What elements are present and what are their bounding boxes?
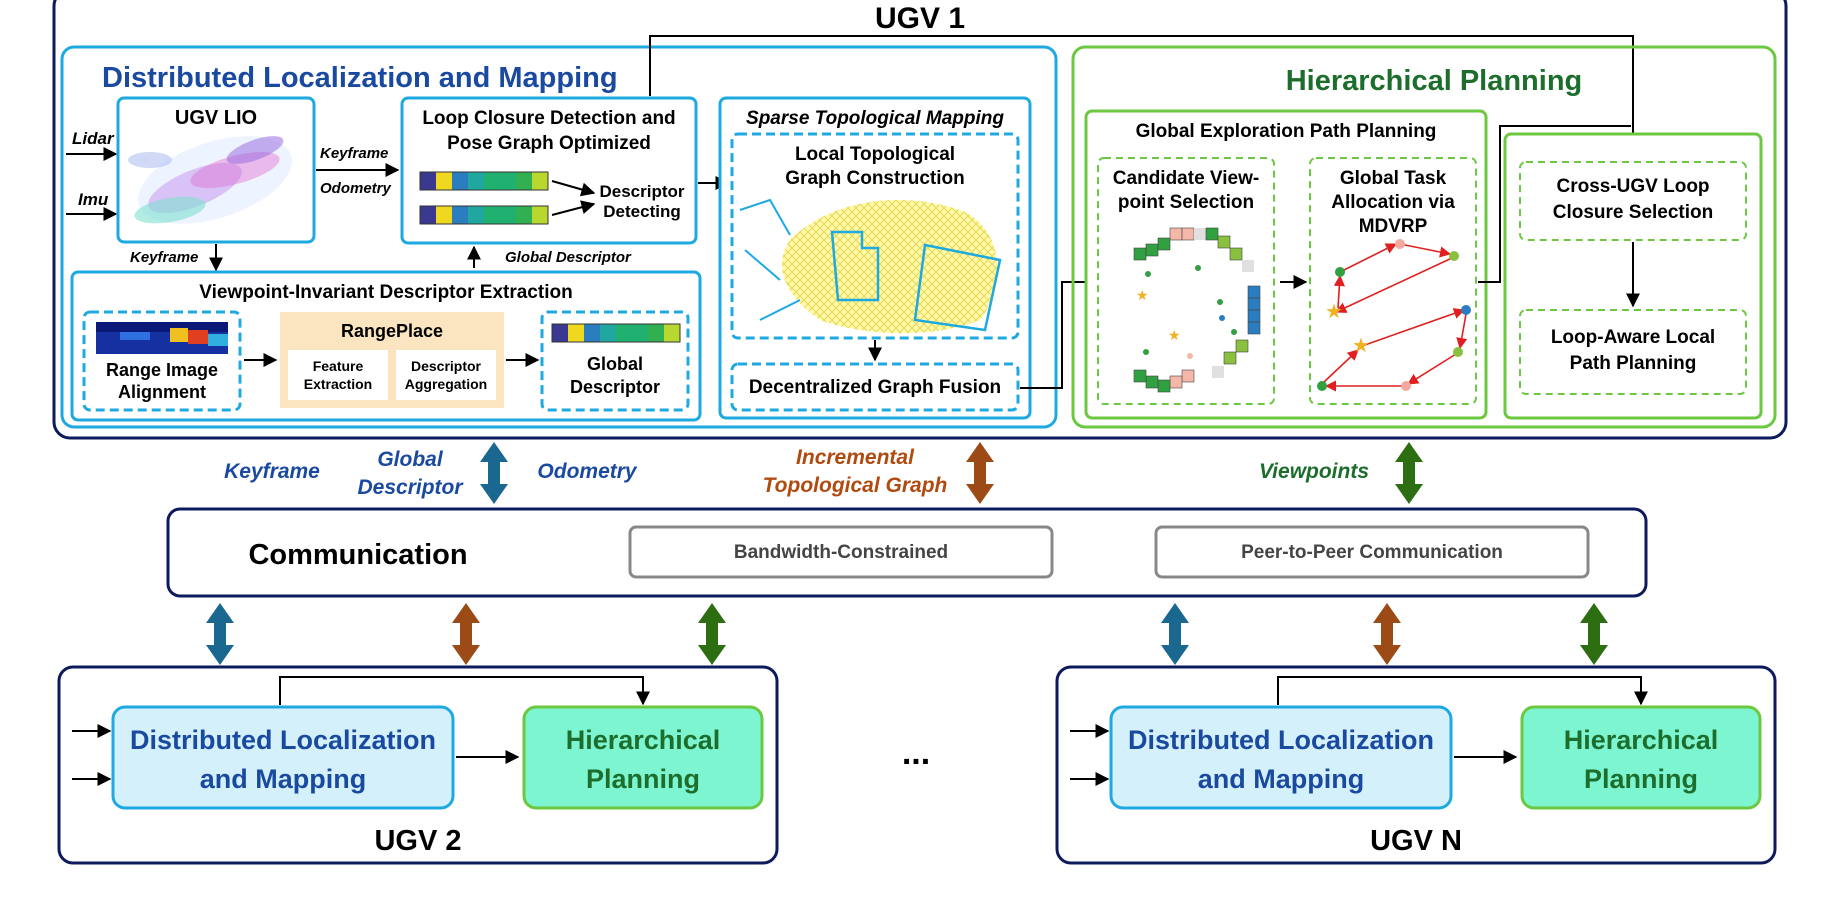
link-arrow-blue-top bbox=[480, 442, 508, 504]
range-image-label-1: Range Image bbox=[106, 360, 218, 380]
link-arrows-lower bbox=[206, 603, 1608, 665]
dgf-title: Decentralized Graph Fusion bbox=[749, 377, 1001, 398]
ugv2-dlm-box bbox=[111, 705, 455, 810]
stm-title: Sparse Topological Mapping bbox=[746, 108, 1004, 129]
p2p-label: Peer-to-Peer Communication bbox=[1241, 542, 1503, 563]
gta-title-1: Global Task bbox=[1340, 168, 1447, 189]
svg-text:★: ★ bbox=[1325, 301, 1343, 323]
descriptor-bar-1 bbox=[419, 171, 549, 191]
ugv1-title: UGV 1 bbox=[875, 2, 965, 35]
link-arrow-orange-top bbox=[966, 442, 994, 504]
link-keyframe-label: Keyframe bbox=[224, 460, 320, 483]
gta-box bbox=[1309, 157, 1477, 405]
topological-graph-map bbox=[739, 198, 1002, 334]
ugv2-title: UGV 2 bbox=[374, 825, 461, 857]
link-arrow-green-top bbox=[1395, 442, 1423, 504]
ugvn-dlm-label-1: Distributed Localization bbox=[1128, 725, 1434, 755]
ugv2-dlm-label-2: and Mapping bbox=[200, 764, 366, 794]
ugv2-hp-box bbox=[522, 705, 764, 810]
vide-title: Viewpoint-Invariant Descriptor Extractio… bbox=[199, 282, 572, 303]
ugvn-dlm-box bbox=[1109, 705, 1453, 810]
ugv-lio-title: UGV LIO bbox=[175, 107, 257, 129]
ltgc-title-1: Local Topological bbox=[795, 144, 955, 165]
link-incremental-label-2: Topological Graph bbox=[763, 474, 948, 497]
loop-to-cross-ugv-connector bbox=[649, 35, 1640, 161]
bandwidth-label: Bandwidth-Constrained bbox=[734, 542, 948, 563]
p2p-box bbox=[1154, 525, 1590, 579]
gta-to-cross-connector bbox=[1478, 125, 1631, 283]
hp-panel bbox=[1071, 45, 1777, 429]
ugvn-title: UGV N bbox=[1370, 825, 1462, 857]
link-viewpoints-label: Viewpoints bbox=[1259, 460, 1369, 483]
ugvn-connector bbox=[1277, 676, 1648, 706]
ugv2-hp-label-1: Hierarchical bbox=[566, 725, 721, 755]
lio-pointcloud-image bbox=[128, 136, 292, 224]
odometry-label: Odometry bbox=[320, 180, 392, 197]
descriptor-aggregation-2: Aggregation bbox=[405, 376, 487, 392]
global-descriptor-bar bbox=[551, 323, 681, 343]
ugvn-hp-box bbox=[1520, 705, 1762, 810]
dlm-title: Distributed Localization and Mapping bbox=[102, 62, 618, 94]
desc-arrow-1 bbox=[551, 180, 596, 197]
ugvn-hp-label-1: Hierarchical bbox=[1564, 725, 1719, 755]
descriptor-detecting-2: Detecting bbox=[603, 202, 680, 221]
global-descriptor-label: Global Descriptor bbox=[505, 249, 632, 266]
loop-aware-box bbox=[1519, 309, 1747, 395]
descriptor-detecting-1: Descriptor bbox=[599, 182, 684, 201]
ugvn-hp-label-2: Planning bbox=[1584, 764, 1698, 794]
svg-text:★: ★ bbox=[1136, 287, 1149, 303]
task-allocation-routes: ★ ★ bbox=[1317, 239, 1471, 392]
range-image-label-2: Alignment bbox=[118, 382, 206, 402]
gta-title-3: MDVRP bbox=[1359, 216, 1428, 237]
ugv2-hp-label-2: Planning bbox=[586, 764, 700, 794]
link-incremental-label-1: Incremental bbox=[796, 446, 915, 469]
dgf-box bbox=[730, 362, 1020, 412]
global-descriptor-text-2: Descriptor bbox=[570, 377, 660, 397]
ugvn-dlm-label-2: and Mapping bbox=[1198, 764, 1364, 794]
link-global-descriptor-label-1: Global bbox=[377, 448, 444, 471]
candidate-box bbox=[1097, 157, 1275, 405]
loop-closure-title-2: Pose Graph Optimized bbox=[447, 133, 651, 154]
loop-aware-title-1: Loop-Aware Local bbox=[1551, 327, 1715, 348]
descriptor-bar-2 bbox=[419, 205, 549, 225]
lidar-label: Lidar bbox=[72, 129, 115, 148]
ugv2-dlm-label-1: Distributed Localization bbox=[130, 725, 436, 755]
descriptor-aggregation-box bbox=[396, 350, 496, 400]
svg-text:★: ★ bbox=[1352, 335, 1370, 357]
rangeplace-title: RangePlace bbox=[341, 321, 443, 341]
imu-label: Imu bbox=[78, 190, 109, 209]
communication-title: Communication bbox=[248, 539, 467, 571]
cross-ugv-box bbox=[1519, 161, 1747, 241]
feature-extraction-box bbox=[288, 350, 388, 400]
hp-title: Hierarchical Planning bbox=[1286, 65, 1583, 97]
candidate-viewpoint-grid: ★ ★ bbox=[1133, 227, 1261, 393]
candidate-title-1: Candidate View- bbox=[1113, 168, 1259, 189]
feature-extraction-1: Feature bbox=[313, 358, 364, 374]
candidate-title-2: point Selection bbox=[1118, 192, 1254, 213]
dgf-to-candidate-arrow bbox=[1020, 275, 1100, 389]
feature-extraction-2: Extraction bbox=[304, 376, 372, 392]
loop-closure-title-1: Loop Closure Detection and bbox=[422, 108, 675, 129]
descriptor-aggregation-1: Descriptor bbox=[411, 358, 482, 374]
svg-text:★: ★ bbox=[1168, 327, 1181, 343]
keyframe-label: Keyframe bbox=[320, 145, 388, 162]
ugv1-frame bbox=[52, 0, 1788, 440]
cross-ugv-title-2: Closure Selection bbox=[1553, 202, 1714, 223]
gta-title-2: Allocation via bbox=[1331, 192, 1455, 213]
link-odometry-label: Odometry bbox=[537, 460, 638, 483]
dlm-panel bbox=[60, 45, 1058, 429]
ugv2-connector bbox=[279, 676, 650, 706]
loop-aware-title-2: Path Planning bbox=[1570, 353, 1697, 374]
desc-arrow-2 bbox=[551, 200, 596, 216]
keyframe-down-label: Keyframe bbox=[130, 249, 198, 266]
link-global-descriptor-label-2: Descriptor bbox=[357, 476, 464, 499]
cross-ugv-title-1: Cross-UGV Loop bbox=[1556, 176, 1709, 197]
range-image-picture bbox=[96, 322, 228, 354]
gepp-title: Global Exploration Path Planning bbox=[1136, 121, 1437, 142]
ellipsis: ... bbox=[902, 734, 930, 772]
bandwidth-box bbox=[628, 525, 1054, 579]
ltgc-title-2: Graph Construction bbox=[785, 168, 964, 189]
global-descriptor-text-1: Global bbox=[587, 354, 643, 374]
